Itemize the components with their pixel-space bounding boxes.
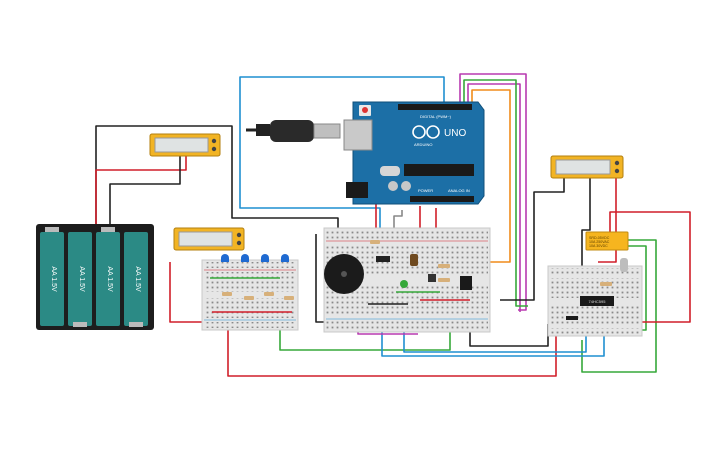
battery-cell-4: AA 1.5V xyxy=(124,232,148,327)
wire-red-2[interactable] xyxy=(169,262,210,323)
diode[interactable] xyxy=(566,316,578,320)
digital-pins-label: DIGITAL (PWM~) xyxy=(420,114,452,119)
wire-green-3[interactable] xyxy=(581,239,657,373)
multimeter-knob-icon[interactable] xyxy=(614,168,620,174)
arduino-logo-icon xyxy=(412,125,440,139)
power-pins-label: POWER xyxy=(418,188,433,193)
relay-label: 10A 30VDC xyxy=(589,244,608,248)
breadboard-left[interactable] xyxy=(201,259,299,331)
wire-black-5[interactable] xyxy=(581,178,591,268)
battery-cell-2: AA 1.5V xyxy=(68,232,92,327)
battery-pack[interactable]: AA 1.5V AA 1.5V AA 1.5V AA 1.5V xyxy=(36,224,154,330)
resistor[interactable] xyxy=(600,282,612,286)
led-icon[interactable] xyxy=(261,254,269,262)
analog-pins-label: ANALOG IN xyxy=(448,188,470,193)
battery-cell-1: AA 1.5V xyxy=(40,227,64,326)
ic-label: 74HC595 xyxy=(589,299,607,304)
multimeter-knob-icon[interactable] xyxy=(211,146,217,152)
resistor[interactable] xyxy=(264,292,274,296)
wire-green-1[interactable] xyxy=(463,79,528,307)
multimeter-knob-icon[interactable] xyxy=(211,138,217,144)
usb-cable-icon[interactable] xyxy=(246,120,341,142)
led-icon[interactable] xyxy=(241,254,249,262)
main-board-components xyxy=(368,240,472,305)
push-button[interactable] xyxy=(428,274,436,282)
wire-black-1[interactable] xyxy=(95,125,339,234)
resistor[interactable] xyxy=(370,240,380,244)
wire-red-4[interactable] xyxy=(609,211,691,323)
transistor[interactable] xyxy=(376,256,390,262)
multimeter-right[interactable] xyxy=(550,155,624,179)
battery-cell-label: AA 1.5V xyxy=(78,266,85,292)
wire-orange-1[interactable] xyxy=(471,89,511,263)
wire-red-3[interactable] xyxy=(227,326,557,377)
resistor[interactable] xyxy=(284,296,294,300)
shift-register-ic[interactable]: 74HC595 xyxy=(580,296,614,306)
arduino-uno-board[interactable]: UNO ARDUINO DIGITAL (PWM~) POWER ANALOG … xyxy=(343,101,485,205)
wire-blue-1[interactable] xyxy=(239,76,445,236)
resistor[interactable] xyxy=(438,264,450,268)
wire-magenta-2[interactable] xyxy=(467,83,521,312)
resistor[interactable] xyxy=(244,296,254,300)
sensor-module[interactable] xyxy=(460,276,472,290)
led-icon[interactable] xyxy=(400,280,408,288)
relay-label: SRD-05VDC xyxy=(589,236,610,240)
battery-cell-label: AA 1.5V xyxy=(134,266,141,292)
battery-cell-label: AA 1.5V xyxy=(50,266,57,292)
wire-red-1[interactable] xyxy=(95,156,187,228)
wire-red-5[interactable] xyxy=(598,178,617,263)
relay-label: 10A 250VAC xyxy=(589,240,610,244)
multimeter-knob-icon[interactable] xyxy=(614,160,620,166)
sensor-probe[interactable] xyxy=(620,258,628,272)
resistor[interactable] xyxy=(438,278,450,282)
led-icon[interactable] xyxy=(221,254,229,262)
multimeter-left[interactable] xyxy=(173,227,245,251)
resistors-left xyxy=(210,277,294,313)
multimeter-knob-icon[interactable] xyxy=(236,240,242,246)
multimeter-knob-icon[interactable] xyxy=(236,232,242,238)
led-row xyxy=(221,254,289,262)
buzzer-icon[interactable] xyxy=(324,254,364,294)
resistor[interactable] xyxy=(222,292,232,296)
capacitor[interactable] xyxy=(410,254,418,266)
wire-black-3[interactable] xyxy=(500,178,565,301)
wire-black-2[interactable] xyxy=(109,156,181,232)
multimeter-top-left[interactable] xyxy=(149,133,221,157)
battery-cell-label: AA 1.5V xyxy=(106,266,113,292)
relay-module[interactable]: SRD-05VDC 10A 250VAC 10A 30VDC xyxy=(585,231,629,251)
led-icon[interactable] xyxy=(281,254,289,262)
arduino-model: UNO xyxy=(444,128,466,139)
battery-cell-3: AA 1.5V xyxy=(96,227,120,326)
wire-magenta-1[interactable] xyxy=(459,73,527,311)
arduino-brand: ARDUINO xyxy=(414,142,432,147)
